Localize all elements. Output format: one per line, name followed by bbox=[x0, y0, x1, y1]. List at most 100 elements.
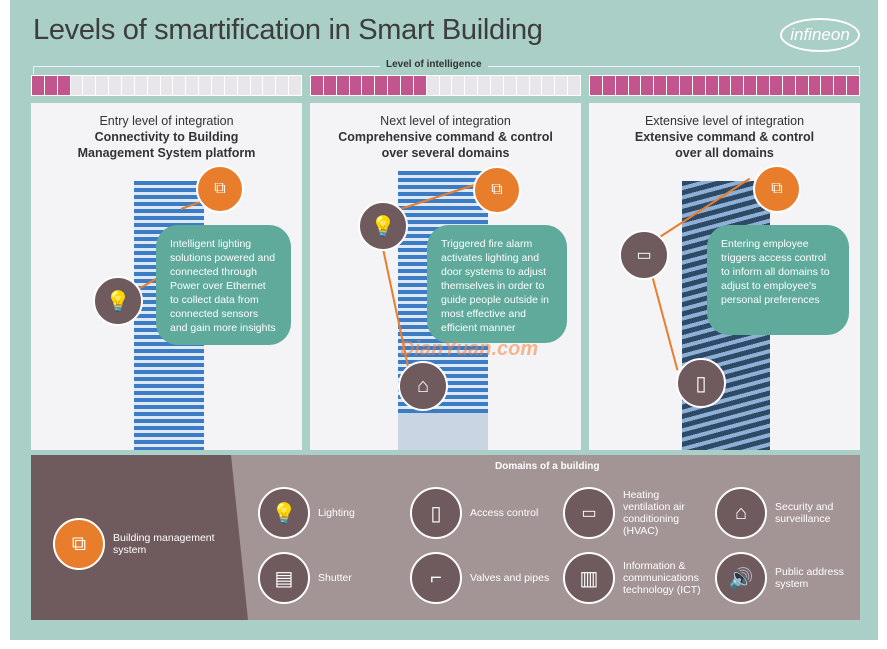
intelligence-cell-empty bbox=[439, 76, 452, 95]
lightbulb-icon: 💡 bbox=[93, 276, 143, 326]
intelligence-cell-filled bbox=[362, 76, 375, 95]
intelligence-cell-empty bbox=[516, 76, 529, 95]
intelligence-cell-empty bbox=[568, 76, 581, 95]
intelligence-cell-filled bbox=[744, 76, 757, 95]
intelligence-cell-filled bbox=[641, 76, 654, 95]
intelligence-cell-filled bbox=[615, 76, 628, 95]
intelligence-cell-empty bbox=[542, 76, 555, 95]
lightbulb-icon: 💡 bbox=[258, 487, 310, 539]
intelligence-bar-next bbox=[310, 75, 581, 96]
intelligence-cell-filled bbox=[667, 76, 680, 95]
bms-item: ⧉ Building management system bbox=[53, 518, 228, 570]
domain-item: 💡Lighting bbox=[258, 487, 398, 539]
intelligence-cell-filled bbox=[413, 76, 426, 95]
intelligence-cell-filled bbox=[680, 76, 692, 95]
page-title: Levels of smartification in Smart Buildi… bbox=[33, 14, 543, 46]
description-bubble: Intelligent lighting solutions powered a… bbox=[156, 225, 291, 345]
intelligence-cell-empty bbox=[276, 76, 289, 95]
intelligence-cell-filled bbox=[44, 76, 57, 95]
panel-subheading: Extensive command & control over all dom… bbox=[634, 130, 815, 160]
intelligence-cell-filled bbox=[821, 76, 834, 95]
air-conditioner-icon: ▭ bbox=[619, 230, 669, 280]
panel-subheading: Comprehensive command & control over sev… bbox=[338, 130, 553, 160]
house-lock-icon: ⌂ bbox=[398, 361, 448, 411]
intelligence-cell-filled bbox=[795, 76, 808, 95]
intelligence-cell-empty bbox=[212, 76, 224, 95]
description-bubble: Entering employee triggers access contro… bbox=[707, 225, 849, 335]
intelligence-cell-empty bbox=[452, 76, 465, 95]
intelligence-cell-empty bbox=[83, 76, 96, 95]
intelligence-cell-filled bbox=[32, 76, 44, 95]
intelligence-cell-filled bbox=[757, 76, 770, 95]
network-hub-icon: ⧉ bbox=[473, 166, 521, 214]
intelligence-cell-filled bbox=[654, 76, 667, 95]
domain-item: ▥Information & communications technology… bbox=[563, 552, 713, 604]
intelligence-cell-empty bbox=[96, 76, 109, 95]
intelligence-cell-filled bbox=[770, 76, 782, 95]
intelligence-cell-empty bbox=[199, 76, 212, 95]
network-hub-icon: ⧉ bbox=[753, 165, 801, 213]
house-lock-icon: ⌂ bbox=[715, 487, 767, 539]
intelligence-cell-empty bbox=[263, 76, 276, 95]
infineon-logo: infineon bbox=[780, 18, 860, 52]
intelligence-cell-empty bbox=[186, 76, 199, 95]
domain-item: ⌂ Security and surveillance bbox=[715, 487, 855, 539]
intelligence-cell-filled bbox=[401, 76, 413, 95]
domain-label: Public address system bbox=[775, 566, 844, 590]
domain-label: Shutter bbox=[318, 572, 352, 584]
intelligence-cell-empty bbox=[237, 76, 250, 95]
door-touch-icon: ▯ bbox=[410, 487, 462, 539]
network-hub-icon: ⧉ bbox=[196, 165, 244, 213]
network-hub-icon: ⧉ bbox=[53, 518, 105, 570]
intelligence-bar-entry bbox=[31, 75, 302, 96]
panel-subheading: Connectivity to Building Management Syst… bbox=[77, 130, 256, 160]
domain-item: ▭Heating ventilation air conditioning (H… bbox=[563, 487, 703, 539]
intelligence-cell-empty bbox=[173, 76, 186, 95]
intelligence-cell-filled bbox=[590, 76, 602, 95]
door-touch-icon: ▯ bbox=[676, 358, 726, 408]
intelligence-cell-empty bbox=[224, 76, 237, 95]
intelligence-cell-empty bbox=[134, 76, 147, 95]
intelligence-cell-empty bbox=[503, 76, 516, 95]
intelligence-cell-filled bbox=[388, 76, 401, 95]
connection-line bbox=[648, 263, 679, 371]
intelligence-cell-filled bbox=[323, 76, 336, 95]
domain-item: ⌐Valves and pipes bbox=[410, 552, 550, 604]
intelligence-cell-empty bbox=[289, 76, 302, 95]
intelligence-cell-filled bbox=[336, 76, 349, 95]
intelligence-cell-filled bbox=[718, 76, 731, 95]
intelligence-label: Level of intelligence bbox=[380, 59, 488, 70]
server-rack-icon: ▥ bbox=[563, 552, 615, 604]
domain-label: Valves and pipes bbox=[470, 572, 550, 584]
lightbulb-icon: 💡 bbox=[358, 201, 408, 251]
air-conditioner-icon: ▭ bbox=[563, 487, 615, 539]
intelligence-cell-filled bbox=[602, 76, 615, 95]
watermark: DianYuan.com bbox=[400, 338, 539, 360]
intelligence-cell-filled bbox=[808, 76, 821, 95]
domain-label: Security and surveillance bbox=[775, 501, 834, 525]
intelligence-cell-empty bbox=[555, 76, 568, 95]
intelligence-cell-empty bbox=[147, 76, 160, 95]
intelligence-cell-empty bbox=[109, 76, 122, 95]
intelligence-cell-filled bbox=[731, 76, 744, 95]
intelligence-cell-filled bbox=[57, 76, 70, 95]
shutter-icon: ▤ bbox=[258, 552, 310, 604]
intelligence-cell-empty bbox=[426, 76, 439, 95]
intelligence-cell-filled bbox=[834, 76, 847, 95]
domain-item: ▯Access control bbox=[410, 487, 555, 539]
intelligence-cell-empty bbox=[70, 76, 83, 95]
intelligence-cell-filled bbox=[375, 76, 388, 95]
speaker-icon: 🔊 bbox=[715, 552, 767, 604]
description-bubble: Triggered fire alarm activates lighting … bbox=[427, 225, 567, 343]
domain-item: ▤ Shutter bbox=[258, 552, 398, 604]
panel-heading: Entry level of integration bbox=[99, 114, 234, 128]
intelligence-cell-filled bbox=[847, 76, 860, 95]
intelligence-cell-filled bbox=[782, 76, 795, 95]
intelligence-cell-empty bbox=[250, 76, 263, 95]
intelligence-cell-filled bbox=[349, 76, 362, 95]
panel-heading: Extensive level of integration bbox=[644, 114, 805, 128]
intelligence-bar-extensive bbox=[589, 75, 860, 96]
